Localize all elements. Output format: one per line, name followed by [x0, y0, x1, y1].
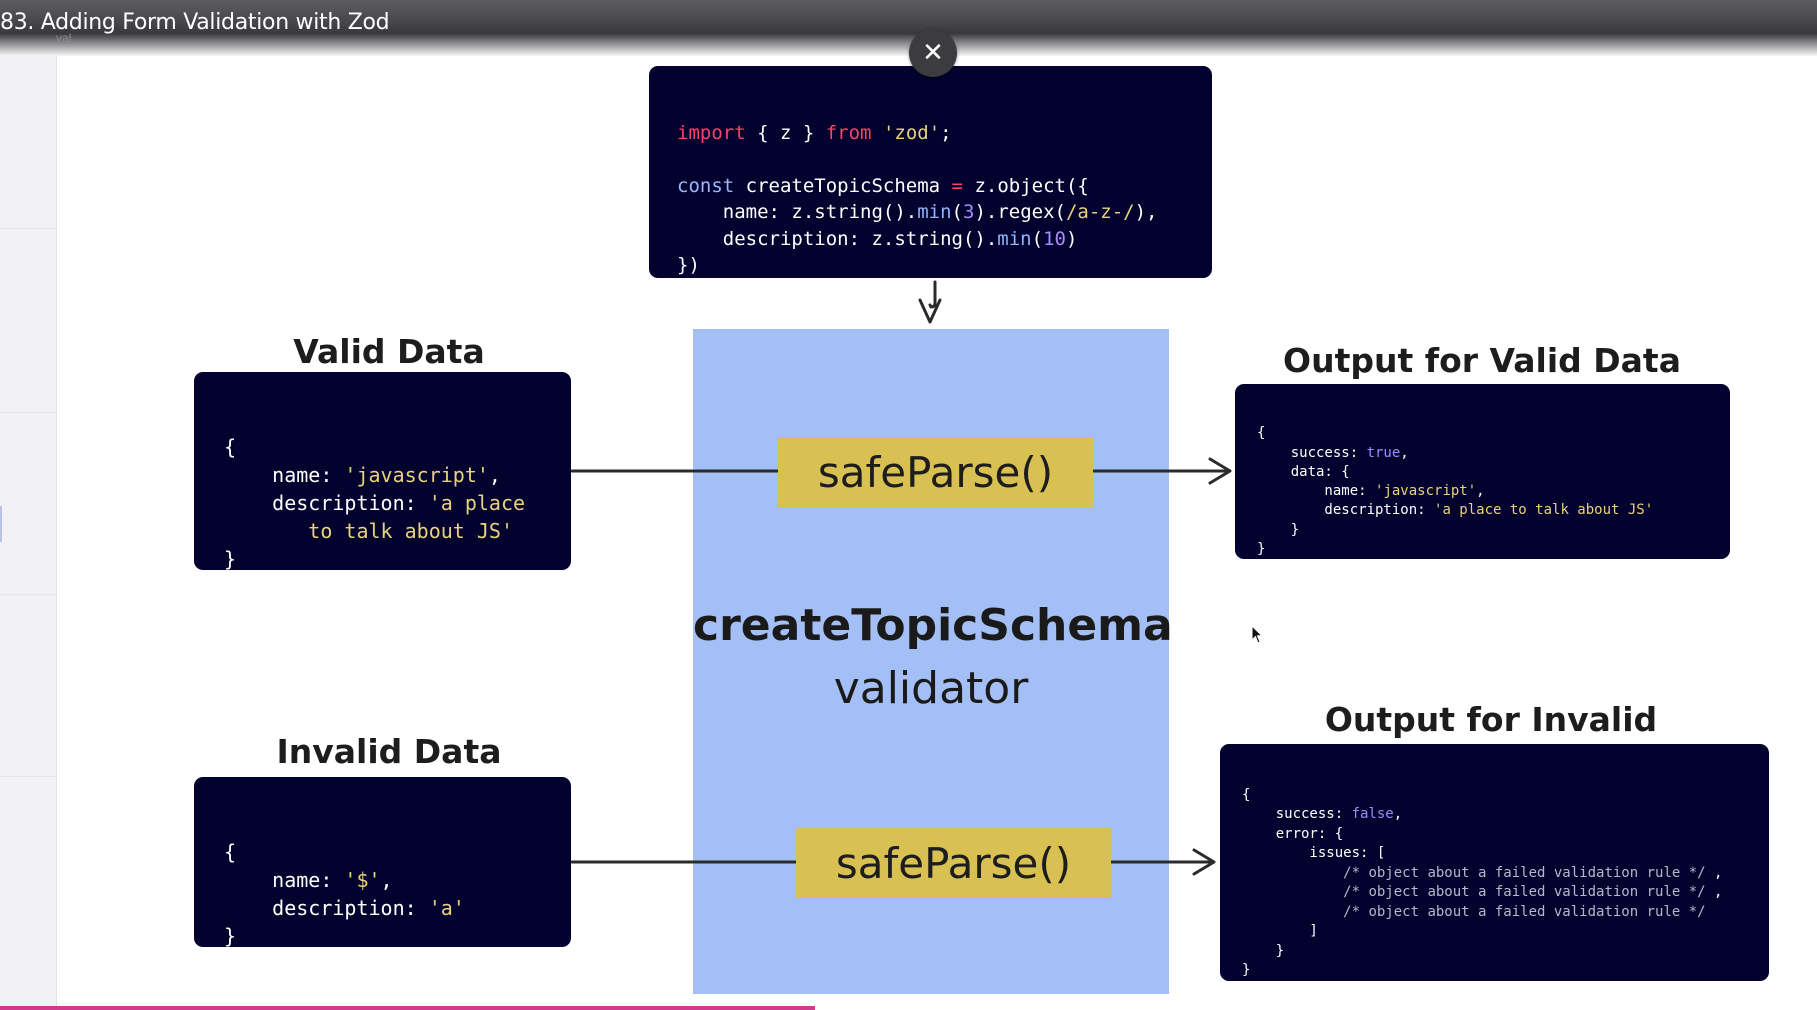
- code-line: success: false,: [1242, 806, 1403, 822]
- code-line: data: {: [1257, 463, 1350, 480]
- safeparse-invalid-label: safeParse(): [796, 828, 1111, 898]
- code-line: }: [1257, 541, 1266, 558]
- close-button[interactable]: ✕: [909, 29, 957, 77]
- strip-divider: [0, 776, 56, 777]
- code-line: {: [224, 435, 237, 459]
- code-line: ]: [1242, 923, 1318, 939]
- valid-data-code-block: { name: 'javascript', description: 'a pl…: [194, 372, 571, 571]
- output-invalid-code-block: { success: false, error: { issues: [ /* …: [1220, 744, 1769, 981]
- code-line: }: [224, 547, 237, 571]
- video-title-bar: [0, 0, 1817, 56]
- safeparse-valid-label: safeParse(): [778, 437, 1093, 507]
- schema-name-label: createTopicSchema: [693, 600, 1173, 651]
- video-title: 83. Adding Form Validation with Zod: [0, 10, 390, 35]
- code-line: }): [677, 254, 700, 276]
- schema-code-block: import { z } from 'zod'; const createTop…: [649, 66, 1212, 278]
- code-line: name: 'javascript',: [1257, 483, 1485, 500]
- invalid-data-heading: Invalid Data: [276, 732, 502, 771]
- invalid-data-code-block: { name: '$', description: 'a' }: [194, 777, 571, 948]
- schema-sub-label: validator: [833, 663, 1029, 714]
- code-line: description: 'a place to talk about JS': [1257, 502, 1654, 519]
- code-line: issues: [: [1242, 845, 1386, 861]
- progress-accent-line: [0, 1006, 815, 1010]
- code-line: }: [1242, 962, 1251, 978]
- left-toolbar-strip: [0, 56, 57, 1010]
- code-line: success: true,: [1257, 444, 1409, 461]
- code-line: }: [1257, 521, 1300, 538]
- code-line: {: [1242, 786, 1251, 803]
- code-line: description: 'a place: [224, 491, 526, 515]
- code-line: name: '$',: [224, 868, 393, 892]
- overlay-label: val: [56, 31, 72, 45]
- code-line: name: z.string().min(3).regex(/a-z-/),: [677, 201, 1158, 223]
- code-line: name: 'javascript',: [224, 463, 501, 487]
- output-valid-heading: Output for Valid Data: [1283, 341, 1681, 380]
- code-line: }: [1242, 942, 1285, 959]
- code-line: import { z } from 'zod';: [677, 121, 952, 144]
- output-valid-code-block: { success: true, data: { name: 'javascri…: [1235, 384, 1730, 559]
- code-line: to talk about JS': [224, 519, 513, 543]
- valid-data-heading: Valid Data: [293, 332, 485, 371]
- code-line: {: [1257, 425, 1266, 442]
- code-line: /* object about a failed validation rule…: [1343, 864, 1723, 881]
- code-line: const createTopicSchema = z.object({: [677, 174, 1089, 197]
- mouse-cursor-icon: [1251, 625, 1264, 644]
- code-line: description: 'a': [224, 896, 465, 920]
- code-line: description: z.string().min(10): [677, 227, 1078, 250]
- strip-active-marker: [0, 506, 2, 542]
- code-line: }: [224, 924, 237, 948]
- code-line: {: [224, 840, 237, 864]
- code-line: error: {: [1242, 825, 1344, 842]
- code-line: /* object about a failed validation rule…: [1343, 903, 1706, 920]
- output-invalid-heading: Output for Invalid: [1324, 700, 1658, 739]
- strip-divider: [0, 228, 56, 229]
- code-line: /* object about a failed validation rule…: [1343, 884, 1723, 900]
- strip-divider: [0, 594, 56, 595]
- strip-divider: [0, 412, 56, 413]
- close-icon: ✕: [922, 38, 944, 68]
